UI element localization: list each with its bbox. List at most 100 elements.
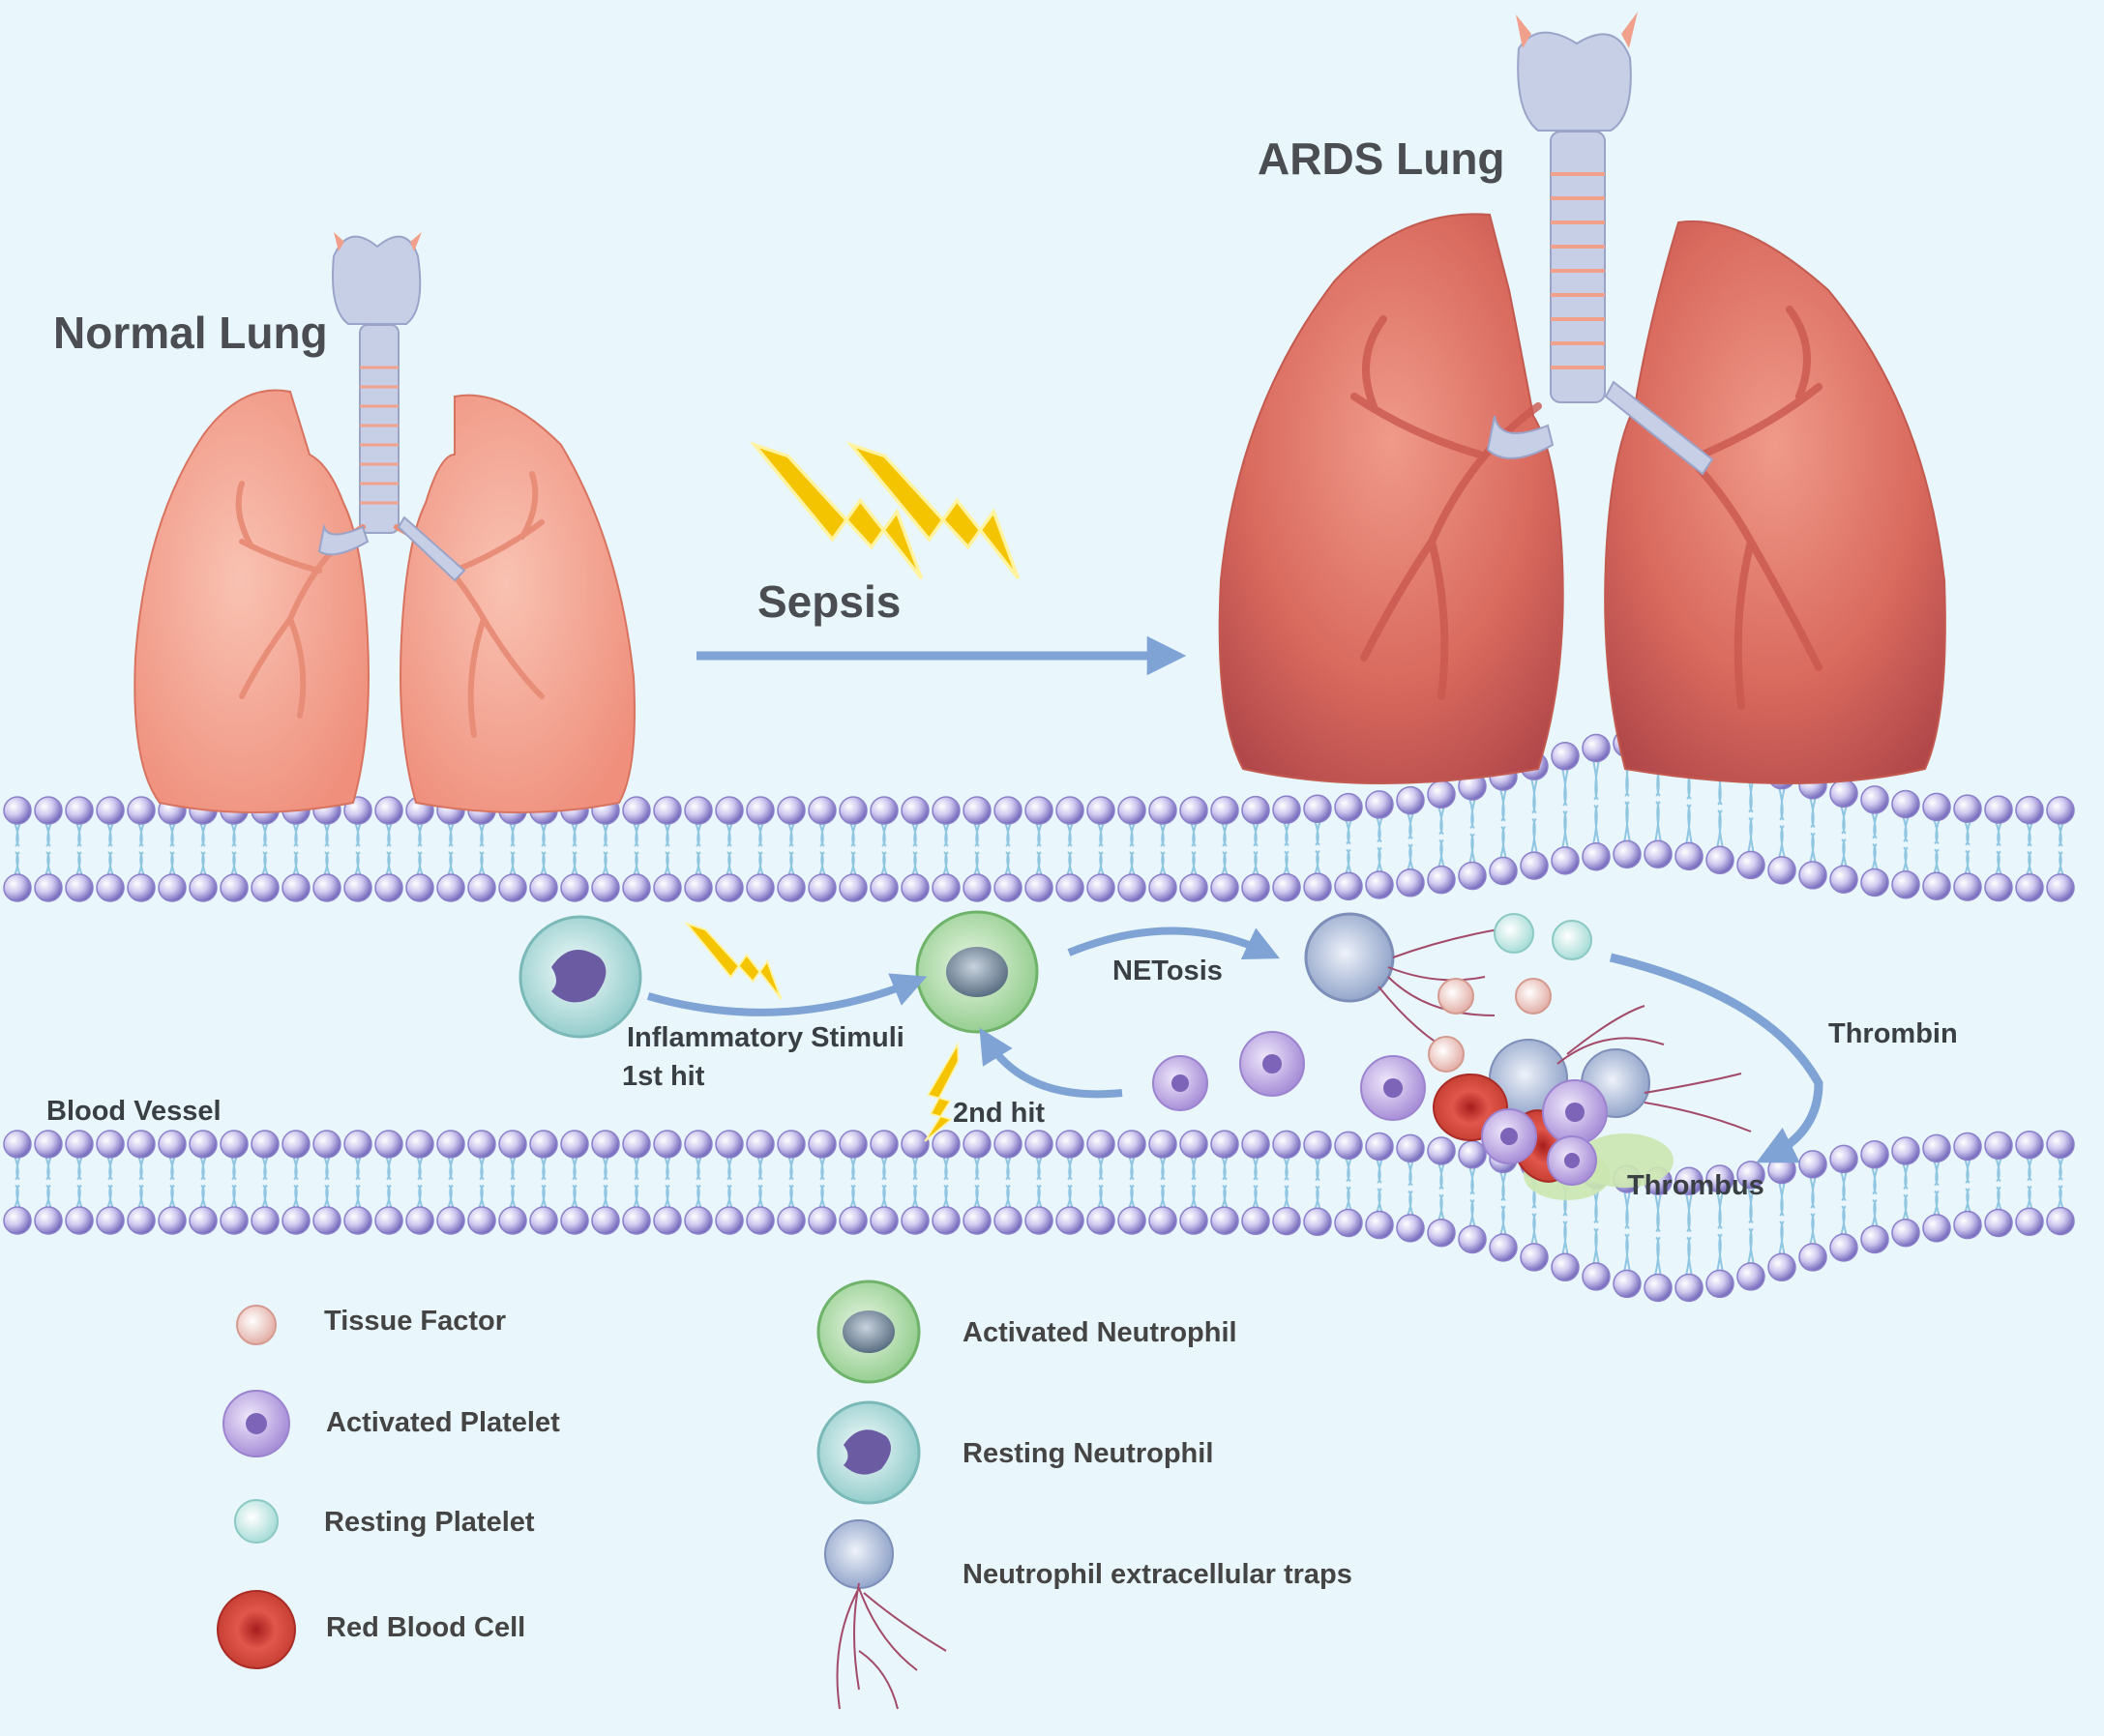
lipid-head xyxy=(282,1206,311,1235)
resting-platelet-icon xyxy=(234,1499,279,1544)
lipid-head xyxy=(1179,873,1208,902)
lipid-head xyxy=(1984,1131,2013,1161)
activated-neutrophil-icon xyxy=(816,1280,921,1384)
lipid-head xyxy=(34,1206,63,1235)
lipid-head xyxy=(1891,789,1920,819)
lipid-head xyxy=(591,873,620,902)
lipid-head xyxy=(1303,1130,1332,1160)
lipid-head xyxy=(1272,872,1301,902)
lipid-head xyxy=(1613,1269,1642,1299)
lipid-head xyxy=(1024,873,1053,902)
ards-lung-illustration xyxy=(1218,12,1946,784)
lipid-head xyxy=(1024,796,1053,825)
lipid-head xyxy=(963,1130,992,1159)
lightning-bolt-icon xyxy=(849,443,1021,580)
lipid-head xyxy=(715,1206,744,1235)
lipid-head xyxy=(1210,873,1239,902)
lipid-head xyxy=(436,873,465,902)
lipid-head xyxy=(715,1130,744,1159)
lipid-head xyxy=(932,873,961,902)
lipid-head xyxy=(127,1206,156,1235)
lipid-head xyxy=(1953,872,1982,901)
activated-platelet-cell xyxy=(1152,1055,1208,1111)
vessel-cells xyxy=(519,910,1823,1200)
lipid-head xyxy=(653,796,682,825)
lipid-head xyxy=(1427,1136,1456,1165)
lipid-head xyxy=(932,796,961,825)
legend-item-resting-neutrophil: Resting Neutrophil xyxy=(816,1400,1213,1505)
lipid-head xyxy=(1117,1206,1146,1235)
lipid-head xyxy=(1551,846,1580,875)
lipid-head xyxy=(127,1130,156,1159)
lipid-head xyxy=(1953,794,1982,823)
legend-item-tissue-factor: Tissue Factor xyxy=(236,1305,506,1345)
lipid-head xyxy=(2046,1206,2075,1236)
lipid-head xyxy=(1210,1130,1239,1159)
normal-lung-label: Normal Lung xyxy=(53,308,328,358)
lipid-head xyxy=(1520,1243,1549,1272)
legend-item-resting-platelet: Resting Platelet xyxy=(234,1499,535,1544)
lipid-head xyxy=(1241,873,1270,902)
first-hit-label: 1st hit xyxy=(622,1061,705,1092)
resting-neutrophil-cell xyxy=(519,915,642,1039)
lipid-head xyxy=(1055,796,1084,825)
lipid-head xyxy=(1953,1132,1982,1162)
lipid-head xyxy=(220,1206,249,1235)
lipid-head xyxy=(1582,841,1611,871)
lipid-head xyxy=(498,1130,527,1159)
lipid-head xyxy=(1427,780,1456,809)
lipid-head xyxy=(1767,1252,1796,1282)
lipid-head xyxy=(1644,839,1673,868)
lipid-head xyxy=(1736,1262,1765,1291)
lipid-head xyxy=(529,1206,558,1235)
lipid-head xyxy=(1798,1243,1827,1272)
lipid-head xyxy=(746,796,775,825)
lipid-head xyxy=(1613,839,1642,869)
lipid-head xyxy=(839,1206,868,1235)
lipid-head xyxy=(1179,796,1208,825)
lipid-head xyxy=(498,1206,527,1235)
lipid-head xyxy=(2046,873,2075,902)
lipid-head xyxy=(1829,1144,1858,1174)
legend-label: Resting Neutrophil xyxy=(963,1438,1213,1469)
lipid-head xyxy=(1458,1224,1487,1254)
lipid-head xyxy=(1860,868,1889,897)
lipid-head xyxy=(1086,873,1115,902)
lipid-head xyxy=(1458,1139,1487,1169)
lipid-head xyxy=(1891,869,1920,899)
lipid-head xyxy=(65,1130,94,1159)
lipid-head xyxy=(220,1130,249,1159)
lipid-head xyxy=(1984,872,2013,902)
lipid-head xyxy=(777,1206,806,1235)
lipid-head xyxy=(1767,856,1796,885)
lipid-head xyxy=(1736,1161,1765,1190)
lipid-head xyxy=(3,1130,32,1159)
lipid-head xyxy=(1272,795,1301,824)
lipid-head xyxy=(1241,1206,1270,1236)
lipid-head xyxy=(467,1130,496,1159)
lipid-head xyxy=(1798,1150,1827,1179)
lipid-head xyxy=(189,1130,218,1159)
lipid-head xyxy=(1272,1130,1301,1160)
thrombin-label: Thrombin xyxy=(1828,1018,1958,1049)
lipid-head xyxy=(1334,1131,1363,1161)
lipid-head xyxy=(1086,796,1115,825)
lipid-head xyxy=(560,1130,589,1159)
lipid-head xyxy=(808,796,837,825)
lipid-head xyxy=(1705,1269,1734,1299)
lipid-head xyxy=(1860,785,1889,814)
lipid-head xyxy=(839,873,868,902)
lipid-head xyxy=(2046,796,2075,825)
lipid-head xyxy=(715,873,744,902)
lipid-head xyxy=(993,873,1022,902)
lipid-head xyxy=(777,873,806,902)
tissue-factor-icon xyxy=(236,1305,277,1345)
lipid-head xyxy=(808,1206,837,1235)
lipid-head xyxy=(1303,794,1332,824)
activated-neutrophil-cell xyxy=(915,910,1039,1034)
lipid-head xyxy=(1674,1273,1704,1303)
lipid-head xyxy=(1365,1132,1394,1162)
lipid-head xyxy=(932,1206,961,1235)
lipid-head xyxy=(901,1130,930,1159)
lipid-head xyxy=(1860,1224,1889,1254)
